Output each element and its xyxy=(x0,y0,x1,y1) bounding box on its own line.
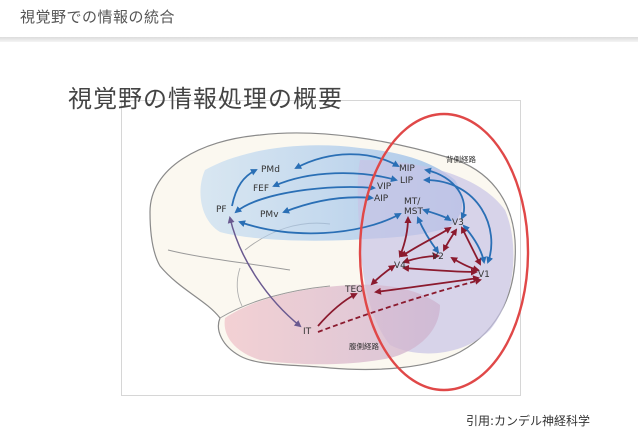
arrow-fef-lip xyxy=(272,172,398,188)
highlight-ellipse xyxy=(358,112,530,392)
area-label-mip: MIP xyxy=(399,164,415,174)
ventral-arrows xyxy=(317,216,482,333)
arrow-v2-v3 xyxy=(443,228,458,252)
area-label-v3: V3 xyxy=(452,218,464,228)
arrow-v4-v1 xyxy=(402,264,478,276)
header-title: 視覚野での情報の統合 xyxy=(20,8,176,26)
arrow-pf-pmd xyxy=(231,169,258,207)
arrow-pmd-mip xyxy=(294,153,400,169)
area-label-it: IT xyxy=(303,327,312,337)
pathway-label-dorsal: 背側経路 xyxy=(446,154,476,164)
arrow-mt-v3 xyxy=(422,208,452,222)
area-label-v1: V1 xyxy=(478,270,490,280)
arrow-it-v1-dashed xyxy=(317,277,482,333)
area-label-vip: VIP xyxy=(377,182,392,192)
area-label-v4: V4 xyxy=(394,261,406,271)
area-label-teo: TEO xyxy=(344,285,363,295)
area-label-mt-mst: MT/MST xyxy=(404,197,423,217)
area-label-lip: LIP xyxy=(400,176,414,186)
arrow-teo-v4 xyxy=(370,264,396,286)
arrow-mt-v4 xyxy=(398,216,412,258)
area-label-aip: AIP xyxy=(374,194,389,204)
citation: 引用:カンデル神経科学 xyxy=(466,414,591,428)
arrow-teo-v1 xyxy=(374,275,480,295)
header-divider xyxy=(0,37,638,42)
pathway-label-ventral: 腹側経路 xyxy=(349,341,379,351)
arrow-pf-lip xyxy=(234,184,376,214)
arrow-lip-v1 xyxy=(423,176,494,264)
arrow-v3-v1-red xyxy=(461,226,481,266)
area-label-pmv: PMv xyxy=(260,210,279,220)
area-label-pf: PF xyxy=(216,205,227,215)
area-label-fef: FEF xyxy=(253,184,269,194)
area-label-v2: V2 xyxy=(432,252,444,262)
slide-title: 視覚野の情報処理の概要 xyxy=(68,85,343,113)
area-label-pmd: PMd xyxy=(261,165,280,175)
arrow-it-teo xyxy=(317,293,358,327)
arrow-pf-it xyxy=(227,216,302,328)
